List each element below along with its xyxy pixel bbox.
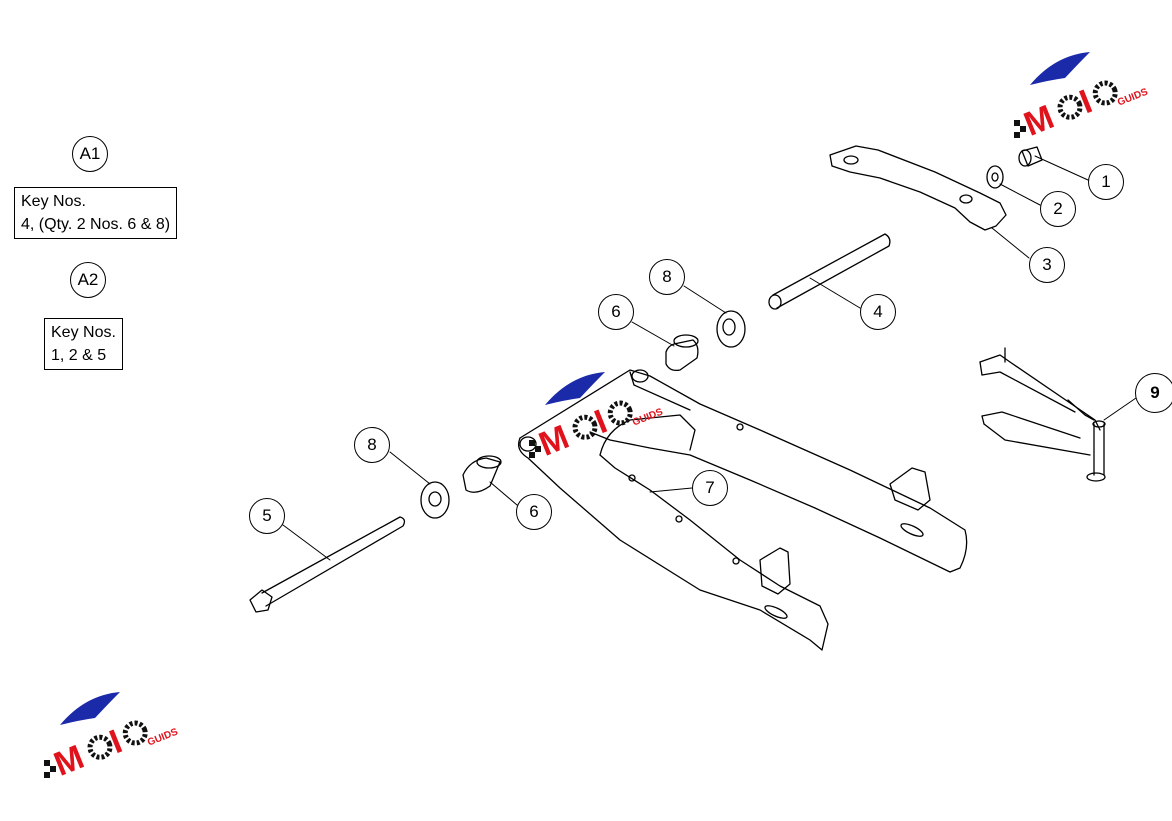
- part-bush: [1018, 146, 1043, 167]
- group-a2-keybox: Key Nos. 1, 2 & 5: [44, 318, 123, 370]
- callout-3: 3: [1029, 247, 1065, 283]
- callout-8-lower: 8: [354, 427, 390, 463]
- callout-8-upper: 8: [649, 259, 685, 295]
- callout-6-upper: 6: [598, 294, 634, 330]
- callout-5: 5: [249, 498, 285, 534]
- callout-7: 7: [692, 470, 728, 506]
- callout-1: 1: [1088, 164, 1124, 200]
- part-seal-lower: [420, 481, 450, 519]
- part-flanged-bush-lower: [462, 455, 502, 493]
- svg-text:M: M: [1019, 98, 1060, 140]
- svg-text:M: M: [534, 418, 575, 460]
- callout-6-lower: 6: [516, 494, 552, 530]
- moto-guids-logo-center: M I GUIDS: [529, 372, 665, 460]
- part-seal-upper: [716, 310, 746, 348]
- callout-4: 4: [860, 294, 896, 330]
- group-a1-keybox: Key Nos. 4, (Qty. 2 Nos. 6 & 8): [14, 187, 178, 239]
- keybox-line: 4, (Qty. 2 Nos. 6 & 8): [21, 216, 171, 233]
- moto-guids-logo-bottom-left: M I GUIDS: [44, 692, 180, 780]
- part-stand: [979, 347, 1106, 482]
- part-swing-arm: [517, 369, 968, 651]
- callout-2: 2: [1040, 191, 1076, 227]
- part-rod: [768, 233, 891, 310]
- keybox-line: 1, 2 & 5: [51, 347, 107, 364]
- keybox-line: Key Nos.: [51, 324, 116, 341]
- svg-text:M: M: [49, 738, 90, 780]
- svg-text:GUIDS: GUIDS: [146, 726, 180, 748]
- moto-guids-logo-top-right: M I GUIDS: [1014, 52, 1150, 140]
- keybox-line: Key Nos.: [21, 193, 86, 210]
- svg-text:GUIDS: GUIDS: [1116, 86, 1150, 108]
- part-long-bolt: [249, 516, 406, 613]
- svg-text:GUIDS: GUIDS: [631, 406, 665, 428]
- part-flanged-bush-upper: [665, 334, 699, 372]
- group-callout-a1: A1: [72, 136, 108, 172]
- callout-9: 9: [1135, 373, 1172, 413]
- part-washer: [986, 165, 1004, 189]
- group-callout-a2: A2: [70, 262, 106, 298]
- part-bracket-plate: [829, 145, 1007, 231]
